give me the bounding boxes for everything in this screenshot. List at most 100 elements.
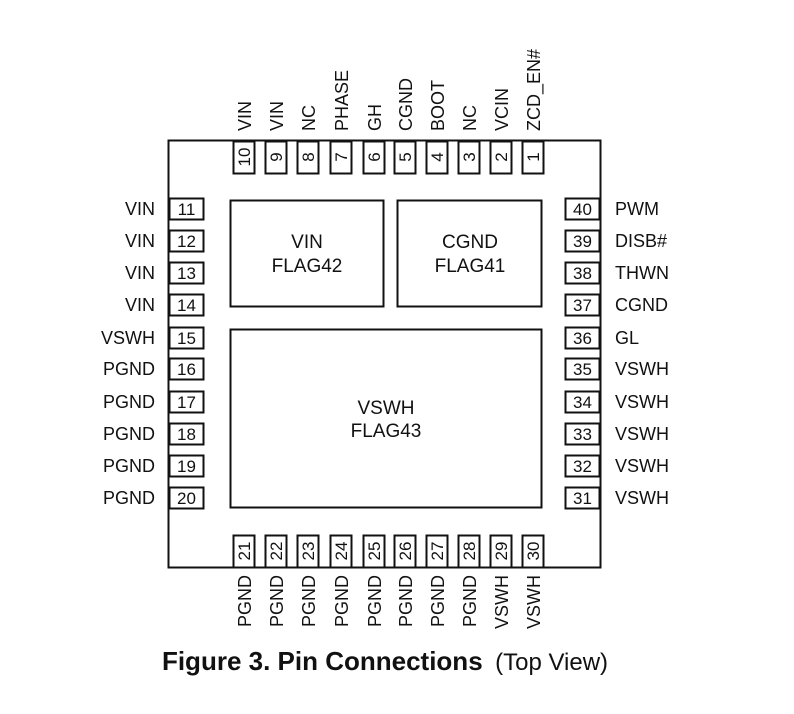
vin-flag42-pad (229, 199, 385, 308)
pin-14-box (168, 293, 205, 317)
pin-26-number: 26 (396, 542, 415, 561)
pin-19-box (168, 454, 205, 478)
pin-32-label: VSWH (615, 456, 669, 476)
pin-18-number: 18 (177, 425, 196, 444)
pin-22-number: 22 (267, 542, 286, 561)
pin-12-box (168, 229, 205, 253)
pin-12-label: VIN (125, 231, 155, 251)
pin-21-box (232, 534, 256, 569)
pin-3-number: 3 (460, 152, 479, 161)
pin-23-number: 23 (299, 542, 318, 561)
pin-23-box (296, 534, 320, 569)
pin-8-box (296, 140, 320, 175)
pin-22-box (264, 534, 288, 569)
pin-39-label: DISB# (615, 231, 667, 251)
pin-20-label: PGND (103, 488, 155, 508)
pin-16-number: 16 (177, 360, 196, 379)
pin-30-box (521, 534, 545, 569)
pin-40-label: PWM (615, 199, 659, 219)
pin-9-number: 9 (267, 152, 286, 161)
pin-5-label: CGND (396, 78, 416, 131)
pin-2-number: 2 (492, 152, 511, 161)
pin-37-box (564, 293, 601, 317)
pin-20-number: 20 (177, 489, 196, 508)
pin-6-number: 6 (365, 152, 384, 161)
pin-30-label: VSWH (524, 575, 544, 629)
pin-1-number: 1 (524, 152, 543, 161)
pin-25-label: PGND (365, 575, 385, 627)
pin-21-number: 21 (235, 542, 254, 561)
pin-5-number: 5 (396, 152, 415, 161)
pin-15-number: 15 (177, 329, 196, 348)
pin-9-label: VIN (267, 101, 287, 131)
pin-19-label: PGND (103, 456, 155, 476)
pin-35-box (564, 357, 601, 381)
pin-28-label: PGND (460, 575, 480, 627)
pin-39-number: 39 (573, 232, 592, 251)
vswh-flag43-pad (229, 328, 543, 509)
pin-16-label: PGND (103, 359, 155, 379)
pin-4-label: BOOT (428, 80, 448, 131)
pin-7-number: 7 (332, 152, 351, 161)
pin-17-label: PGND (103, 392, 155, 412)
pin-36-number: 36 (573, 329, 592, 348)
pin-38-number: 38 (573, 264, 592, 283)
pin-33-box (564, 422, 601, 446)
figure-caption-title: Figure 3. Pin Connections (162, 646, 483, 676)
pin-29-box (489, 534, 513, 569)
pin-1-label: ZCD_EN# (524, 49, 545, 131)
pin-33-label: VSWH (615, 424, 669, 444)
pin-25-number: 25 (365, 542, 384, 561)
pin-26-box (393, 534, 417, 569)
pin-28-number: 28 (460, 542, 479, 561)
pin-8-label: NC (299, 105, 319, 131)
figure-caption: Figure 3. Pin Connections (Top View) (162, 646, 608, 676)
vswh-flag43-label: FLAG43 (351, 421, 422, 442)
pin-17-number: 17 (177, 393, 196, 412)
pin-13-box (168, 261, 205, 285)
pin-10-box (232, 140, 256, 175)
pin-32-number: 32 (573, 457, 592, 476)
pin-35-label: VSWH (615, 359, 669, 379)
pin-9-box (264, 140, 288, 175)
pin-29-number: 29 (492, 542, 511, 561)
pin-10-label: VIN (235, 101, 255, 131)
pin-31-number: 31 (573, 489, 592, 508)
pin-38-label: THWN (615, 263, 669, 283)
pin-40-number: 40 (573, 200, 592, 219)
pin-7-box (329, 140, 353, 175)
pin-15-box (168, 326, 205, 350)
pin-40-box (564, 197, 601, 221)
pin-18-box (168, 422, 205, 446)
pin-7-label: PHASE (332, 70, 352, 131)
pin-2-box (489, 140, 513, 175)
pin-4-number: 4 (428, 152, 447, 161)
pin-11-number: 11 (178, 200, 196, 219)
pin-29-label: VSWH (492, 575, 512, 629)
pin-35-number: 35 (573, 360, 592, 379)
pin-13-label: VIN (125, 263, 155, 283)
pin-24-label: PGND (332, 575, 352, 627)
pin-34-label: VSWH (615, 392, 669, 412)
pin-11-box (168, 197, 205, 221)
pin-20-box (168, 486, 205, 510)
pin-26-label: PGND (396, 575, 416, 627)
pin-36-box (564, 326, 601, 350)
pin-32-box (564, 454, 601, 478)
pin-23-label: PGND (299, 575, 319, 627)
cgnd-flag41-pad (396, 199, 543, 308)
figure-caption-view: (Top View) (495, 649, 608, 676)
pin-16-box (168, 357, 205, 381)
pin-31-label: VSWH (615, 488, 669, 508)
pin-3-box (457, 140, 481, 175)
pin-5-box (393, 140, 417, 175)
pin-18-label: PGND (103, 424, 155, 444)
pin-27-label: PGND (428, 575, 448, 627)
pin-19-number: 19 (177, 457, 196, 476)
pin-39-box (564, 229, 601, 253)
pin-12-number: 12 (177, 232, 196, 251)
vin-flag42-name: VIN (291, 232, 323, 253)
pin-24-box (329, 534, 353, 569)
pin-33-number: 33 (573, 425, 592, 444)
